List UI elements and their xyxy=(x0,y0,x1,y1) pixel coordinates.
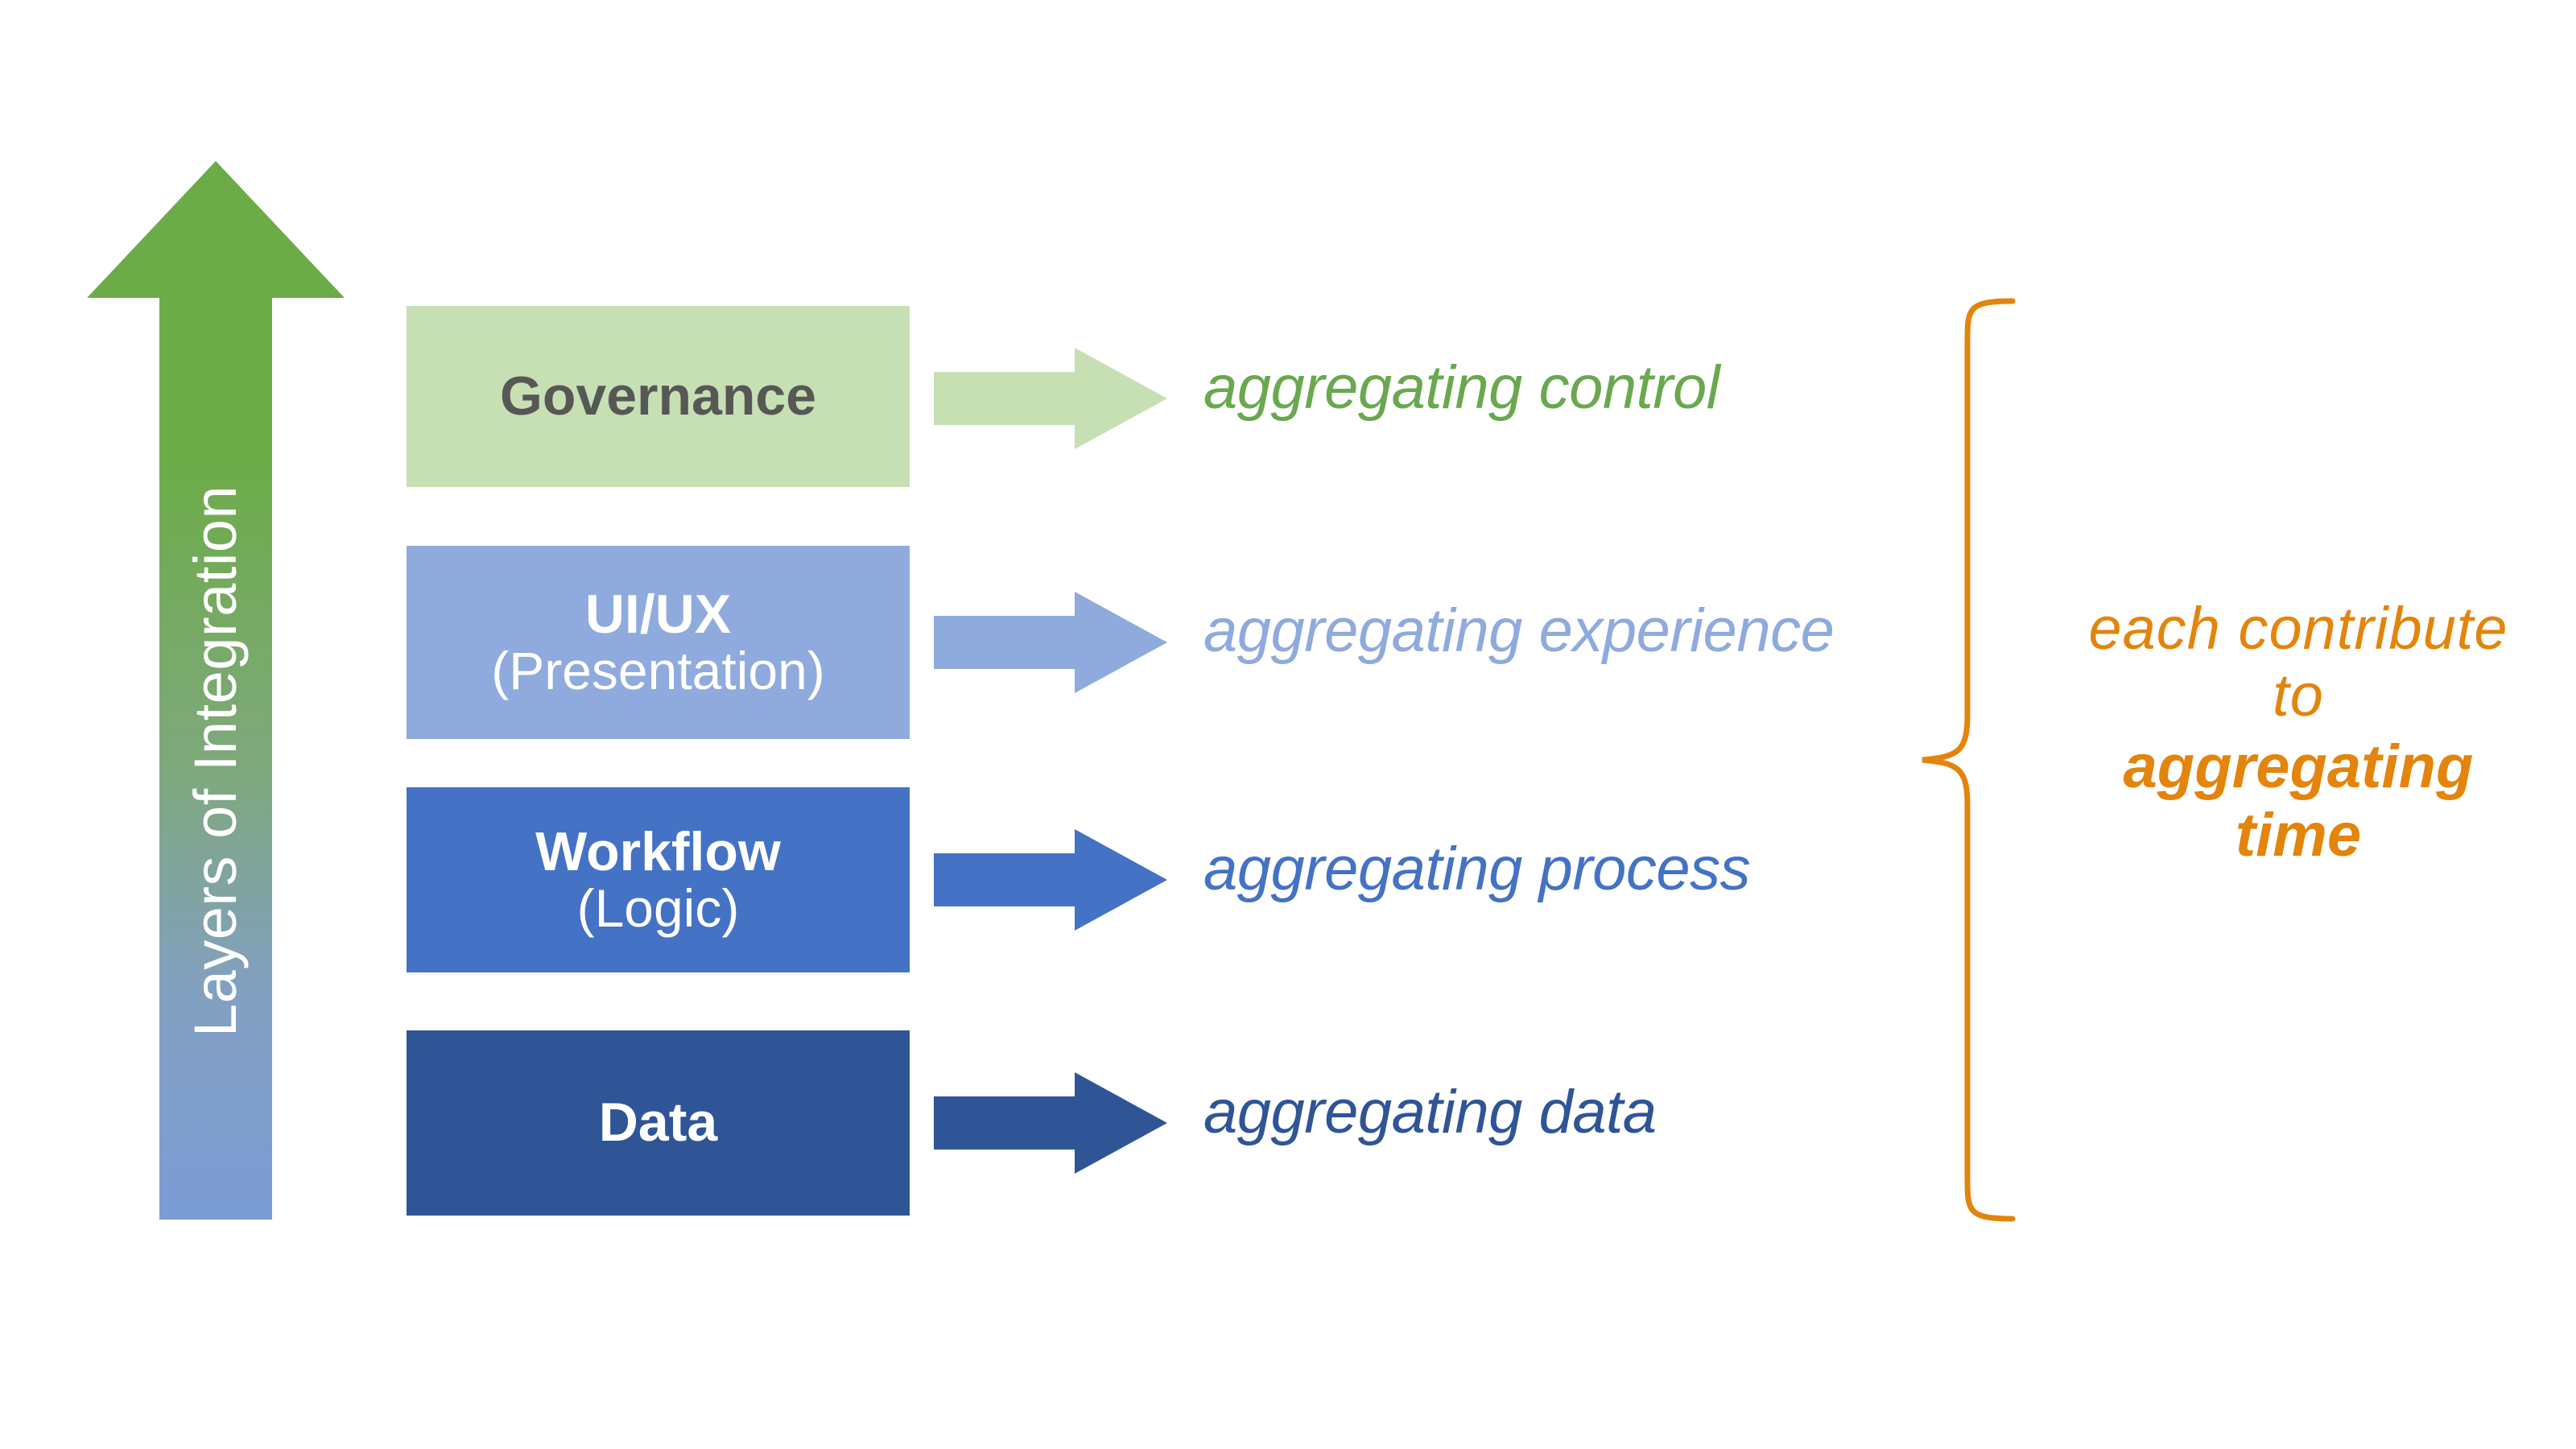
layer-subtitle: (Logic) xyxy=(576,878,740,939)
layer-title: Workflow xyxy=(535,820,781,882)
flow-arrow-workflow xyxy=(934,829,1167,931)
layer-box-governance[interactable]: Governance xyxy=(407,306,910,487)
layer-subtitle: (Presentation) xyxy=(491,641,825,701)
summary-lead: each contribute to xyxy=(2088,595,2508,729)
layer-box-uiux[interactable]: UI/UX (Presentation) xyxy=(407,546,910,739)
layer-title: Governance xyxy=(499,365,817,427)
flow-arrow-uiux xyxy=(934,592,1167,693)
layer-box-workflow[interactable]: Workflow (Logic) xyxy=(407,787,910,972)
layer-title: UI/UX xyxy=(584,583,732,645)
flow-arrow-data xyxy=(934,1072,1167,1174)
caption-uiux: aggregating experience xyxy=(1203,597,1835,665)
flow-arrow-governance xyxy=(934,348,1167,449)
layer-title: Data xyxy=(598,1092,718,1154)
caption-governance: aggregating control xyxy=(1203,353,1720,422)
layer-box-data[interactable]: Data xyxy=(407,1030,910,1216)
summary-emphasis: aggregating time xyxy=(2123,732,2474,869)
caption-data: aggregating data xyxy=(1203,1078,1657,1146)
layers-of-integration-arrow xyxy=(87,161,345,1220)
caption-workflow: aggregating process xyxy=(1203,835,1751,903)
summary-text: each contribute to aggregating time xyxy=(2061,595,2536,869)
summary-brace xyxy=(1918,296,2022,1224)
